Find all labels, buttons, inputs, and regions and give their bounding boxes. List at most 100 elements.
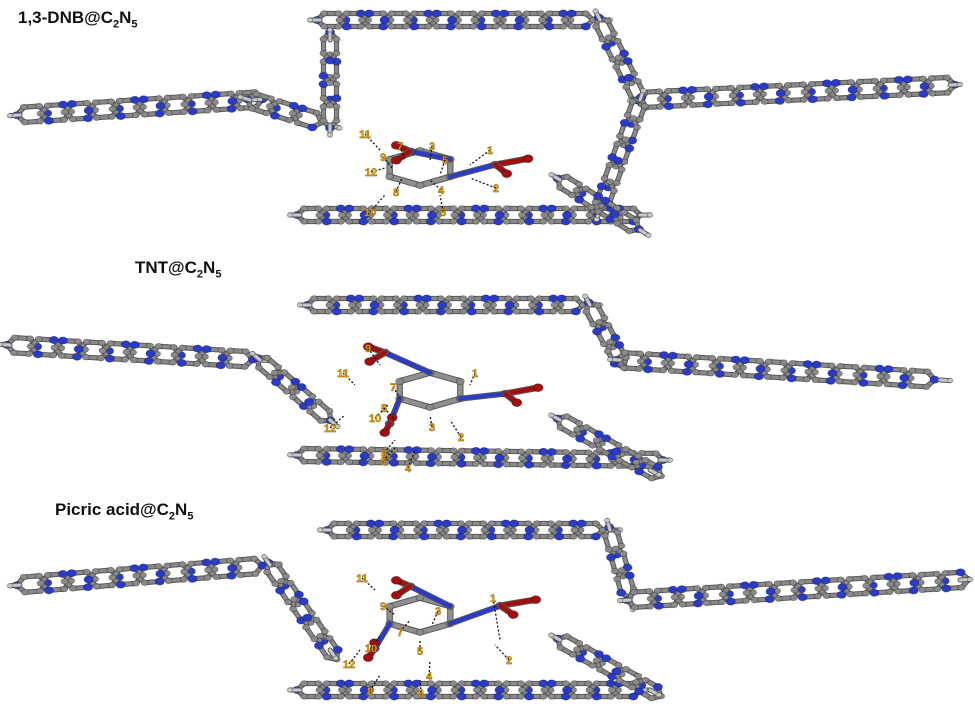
- nitrogen-atom: [115, 112, 126, 121]
- carbon-atom: [655, 472, 662, 478]
- carbon-atom: [36, 118, 45, 125]
- nitrogen-atom: [66, 569, 77, 578]
- nitrogen-atom: [611, 667, 622, 676]
- carbon-atom: [514, 10, 523, 17]
- carbon-atom: [556, 424, 565, 431]
- oxygen-atom: [362, 342, 374, 351]
- nitrogen-atom: [614, 341, 625, 350]
- carbon-atom: [286, 687, 294, 693]
- carbon-atom: [465, 520, 474, 527]
- oxygen-atom: [511, 398, 523, 407]
- interaction-line: [469, 177, 497, 189]
- carbon-atom: [415, 301, 424, 309]
- carbon-atom: [644, 350, 653, 358]
- nitrogen-atom: [702, 100, 713, 109]
- carbon-atom: [381, 680, 390, 687]
- carbon-atom: [426, 447, 435, 454]
- carbon-atom: [288, 110, 297, 117]
- nitrogen-atom: [918, 89, 929, 98]
- carbon-atom: [235, 556, 244, 564]
- carbon-atom: [591, 520, 600, 527]
- carbon-atom: [390, 680, 399, 687]
- carbon-atom: [249, 350, 256, 357]
- carbon-atom: [501, 533, 510, 540]
- interaction-line: [399, 145, 406, 161]
- carbon-atom: [603, 17, 612, 24]
- interaction-line: [383, 439, 396, 454]
- carbon-atom: [425, 16, 434, 24]
- contact-label: 1: [487, 145, 493, 157]
- carbon-atom: [375, 533, 384, 540]
- carbon-atom: [876, 373, 885, 380]
- interaction-line: [374, 404, 389, 419]
- contact-label: 8: [393, 187, 399, 199]
- contact-label: 11: [356, 573, 368, 585]
- nitrogen-atom: [600, 196, 611, 205]
- carbon-atom: [346, 308, 355, 315]
- carbon-atom: [799, 81, 808, 88]
- nitrogen-atom: [554, 532, 565, 541]
- bond: [383, 350, 432, 375]
- nitrogen-atom: [57, 336, 68, 345]
- nitrogen-atom: [765, 587, 776, 596]
- carbon-atom: [367, 693, 376, 700]
- nitrogen-atom: [321, 692, 332, 701]
- carbon-atom: [330, 533, 339, 540]
- carbon-atom: [36, 110, 45, 117]
- nitrogen-atom: [456, 526, 467, 534]
- nitrogen-atom: [634, 687, 645, 696]
- nitrogen-atom: [686, 85, 697, 94]
- carbon-atom: [512, 295, 521, 302]
- carbon-atom: [366, 533, 375, 540]
- carbon-atom: [97, 339, 106, 347]
- carbon-atom: [204, 99, 213, 106]
- carbon-atom: [315, 211, 324, 219]
- interaction-line: [492, 597, 501, 641]
- carbon-atom: [613, 37, 622, 45]
- carbon-atom: [145, 342, 154, 349]
- carbon-atom: [247, 105, 256, 112]
- carbon-atom: [633, 77, 642, 85]
- carbon-atom: [325, 407, 334, 415]
- carbon-atom: [180, 568, 189, 576]
- carbon-atom: [613, 575, 622, 583]
- contact-label: 12: [365, 167, 377, 179]
- title-sub: 2: [196, 268, 204, 281]
- nitrogen-atom: [399, 307, 410, 316]
- carbon-atom: [655, 103, 664, 110]
- nitrogen-atom: [836, 590, 847, 599]
- oxygen-atom: [362, 653, 374, 662]
- nitrogen-atom: [82, 114, 93, 123]
- carbon-atom: [605, 161, 614, 169]
- carbon-atom: [400, 295, 409, 302]
- carbon-atom: [367, 459, 376, 466]
- carbon-atom: [797, 578, 806, 586]
- carbon-atom: [706, 370, 715, 377]
- carbon-atom: [702, 599, 711, 607]
- carbon-atom: [592, 437, 601, 444]
- bond: [493, 156, 531, 167]
- nitrogen-atom: [479, 204, 490, 213]
- carbon-atom: [788, 359, 797, 367]
- carbon-atom: [846, 78, 855, 86]
- nitrogen-atom: [466, 307, 477, 316]
- carbon-atom: [306, 17, 314, 23]
- carbon-atom: [325, 79, 334, 87]
- carbon-atom: [434, 533, 443, 540]
- contact-label: 11: [359, 129, 371, 141]
- carbon-atom: [836, 362, 845, 370]
- carbon-atom: [91, 568, 100, 575]
- carbon-atom: [617, 567, 626, 574]
- carbon-atom: [669, 601, 678, 609]
- carbon-atom: [606, 356, 614, 362]
- bond: [397, 396, 433, 410]
- carbon-atom: [783, 82, 792, 89]
- carbon-atom: [502, 526, 511, 534]
- carbon-atom: [570, 218, 579, 225]
- nitrogen-atom: [318, 71, 329, 80]
- carbon-atom: [50, 344, 59, 351]
- contact-label: 10: [364, 207, 376, 219]
- nitrogen-atom: [66, 99, 77, 108]
- carbon-atom: [449, 205, 458, 212]
- carbon-atom: [536, 10, 545, 17]
